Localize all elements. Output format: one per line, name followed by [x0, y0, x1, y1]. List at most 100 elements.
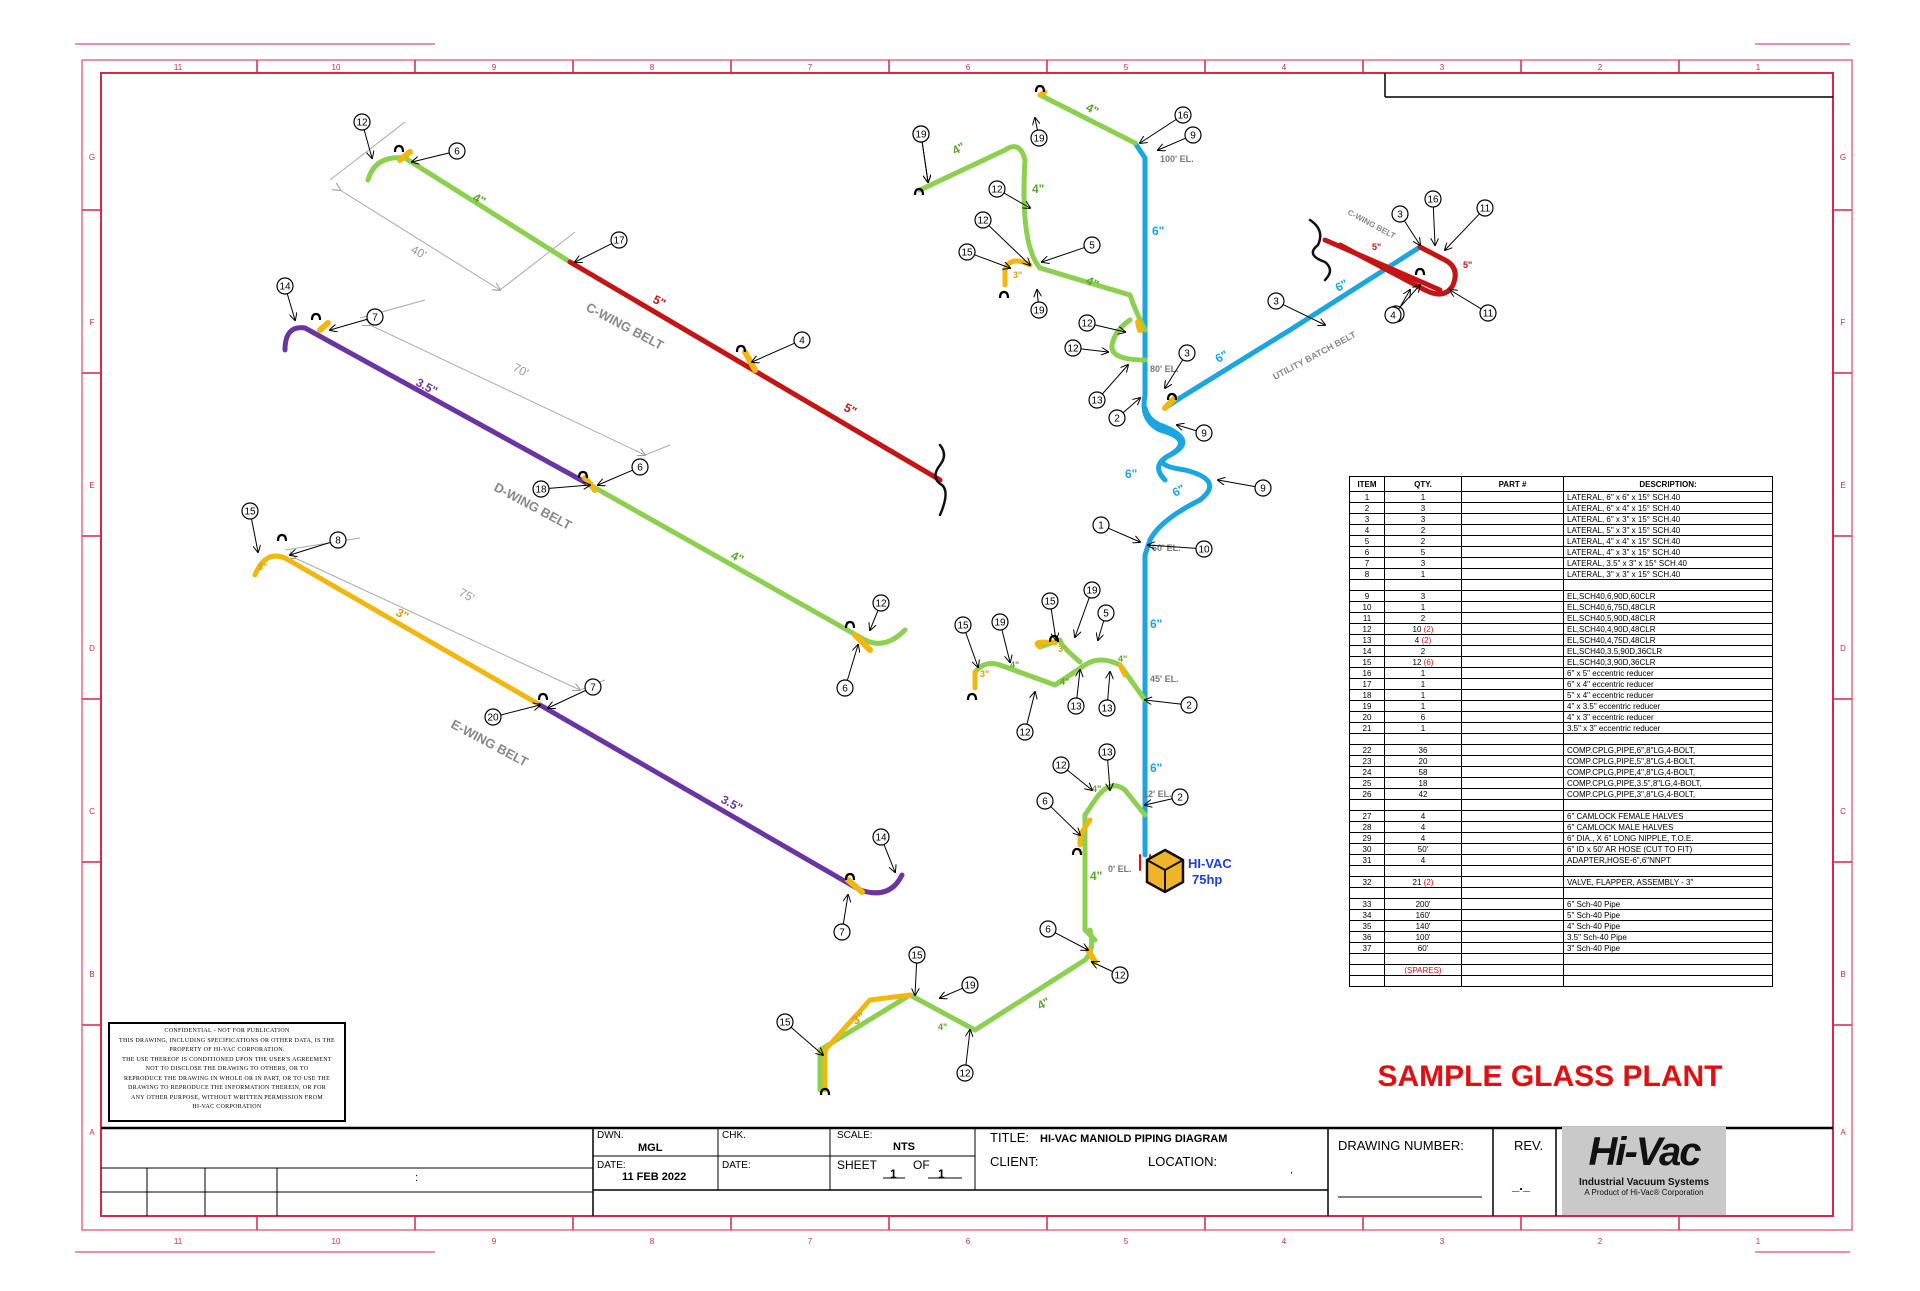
size-label-5in: 5"	[651, 292, 668, 310]
callout-3: 3	[1391, 205, 1420, 245]
qty-value: 4	[1420, 855, 1426, 865]
callout-number: 12	[1114, 971, 1126, 982]
callout-number: 7	[839, 928, 845, 939]
cell-item: 18	[1349, 689, 1385, 701]
size-label-6in: 6"	[1125, 467, 1137, 481]
leader-line	[965, 632, 978, 667]
cell-qty: 3	[1384, 590, 1462, 602]
cell-qty: 4	[1384, 821, 1462, 833]
cell-description: COMP.CPLG,PIPE,3.5",8"LG,4-BOLT,	[1563, 777, 1773, 789]
size-label-4in: 4"	[1084, 100, 1101, 118]
leader-line	[575, 243, 613, 262]
callout-circle	[954, 616, 972, 634]
elevation-60: 60' EL.	[1152, 543, 1181, 553]
cell-qty: 100'	[1384, 931, 1462, 943]
callout-number: 3	[1273, 297, 1279, 308]
leader-line	[1397, 285, 1420, 310]
qty-value: 100'	[1415, 932, 1431, 942]
cell-qty	[1384, 975, 1462, 987]
qty-value: 6	[1420, 712, 1426, 722]
size-label-4in: 4"	[1092, 784, 1101, 794]
cell-qty: 4	[1384, 832, 1462, 844]
cell-item: 23	[1349, 755, 1385, 767]
cell-description: EL,SCH40,3.5,90D,36CLR	[1563, 645, 1773, 657]
cell-description: LATERAL, 5" x 3" x 15° SCH.40	[1563, 524, 1773, 536]
leader-line	[1050, 608, 1056, 640]
logo-subtitle: Industrial Vacuum Systems	[1578, 1177, 1710, 1188]
qty-value: (SPARES)	[1404, 965, 1442, 975]
cell-qty: 42	[1384, 788, 1462, 800]
size-label-3in: 3"	[258, 562, 267, 572]
leader-line	[790, 1026, 823, 1055]
callout-circle	[610, 231, 628, 249]
cell-qty: 20	[1384, 755, 1462, 767]
callout-number: 3	[1397, 210, 1403, 221]
callout-number: 19	[994, 618, 1006, 629]
callout-17: 17	[575, 231, 628, 262]
cell-qty: (SPARES)	[1384, 964, 1462, 976]
cell-item: 31	[1349, 854, 1385, 866]
cell-description: 6" DIA., X 6" LONG NIPPLE, T.O.E.	[1563, 832, 1773, 844]
cell-description: LATERAL, 6" x 4" x 15° SCH.40	[1563, 502, 1773, 514]
cell-description	[1563, 865, 1773, 877]
callout-circle	[872, 828, 890, 846]
qty-value: 36	[1418, 745, 1428, 755]
callout-circle	[1479, 304, 1497, 322]
size-label-4in: 4"	[471, 190, 488, 208]
cell-item	[1349, 865, 1385, 877]
qty-value: 18	[1418, 778, 1428, 788]
callout-circle	[484, 708, 502, 726]
callout-number: 20	[487, 713, 499, 724]
callout-11: 11	[1445, 199, 1494, 250]
cell-item: 32	[1349, 876, 1385, 888]
callout-number: 19	[1033, 306, 1045, 317]
table-row	[1349, 887, 1773, 899]
leader-line	[883, 844, 895, 872]
callout-number: 10	[1198, 545, 1210, 556]
cell-qty: 18	[1384, 777, 1462, 789]
cell-qty: 50'	[1384, 843, 1462, 855]
callout-19: 19	[1030, 290, 1048, 319]
callout-15: 15	[241, 502, 258, 552]
cell-item: 24	[1349, 766, 1385, 778]
parts-table-header: ITEM QTY. PART # DESCRIPTION:	[1349, 476, 1773, 492]
flapper-valves	[276, 84, 1426, 1096]
pipe-e-wing-3in	[252, 553, 543, 708]
cell-qty: 140'	[1384, 920, 1462, 932]
qty-value: 200'	[1415, 899, 1431, 909]
cell-item	[1349, 887, 1385, 899]
qty-value: 1	[1420, 602, 1426, 612]
callout-circle	[584, 678, 602, 696]
leader-line	[974, 254, 1010, 268]
cell-part	[1461, 942, 1564, 954]
leader-line	[1066, 769, 1092, 790]
callout-9: 9	[1158, 126, 1202, 150]
callout-circle	[1097, 604, 1115, 622]
leader-line	[1450, 290, 1482, 310]
callout-circle	[532, 480, 550, 498]
grid-number: 4	[1282, 63, 1287, 72]
size-label-4in: 4"	[1010, 660, 1019, 670]
grid-letter: A	[1840, 1128, 1846, 1137]
callout-circle	[956, 1064, 974, 1082]
callout-circle	[1041, 592, 1059, 610]
leader-line	[752, 342, 795, 362]
callout-9: 9	[1177, 425, 1213, 442]
callout-9: 9	[1218, 480, 1272, 497]
cell-part	[1461, 612, 1564, 624]
dimension-70: 70'	[511, 360, 531, 380]
callout-number: 13	[1101, 704, 1113, 715]
cell-part	[1461, 953, 1564, 965]
callout-circle	[366, 308, 384, 326]
cell-item: 10	[1349, 601, 1385, 613]
callout-20: 20	[484, 705, 540, 726]
conf-line: Hi-Vac Corporation	[192, 1104, 262, 1110]
